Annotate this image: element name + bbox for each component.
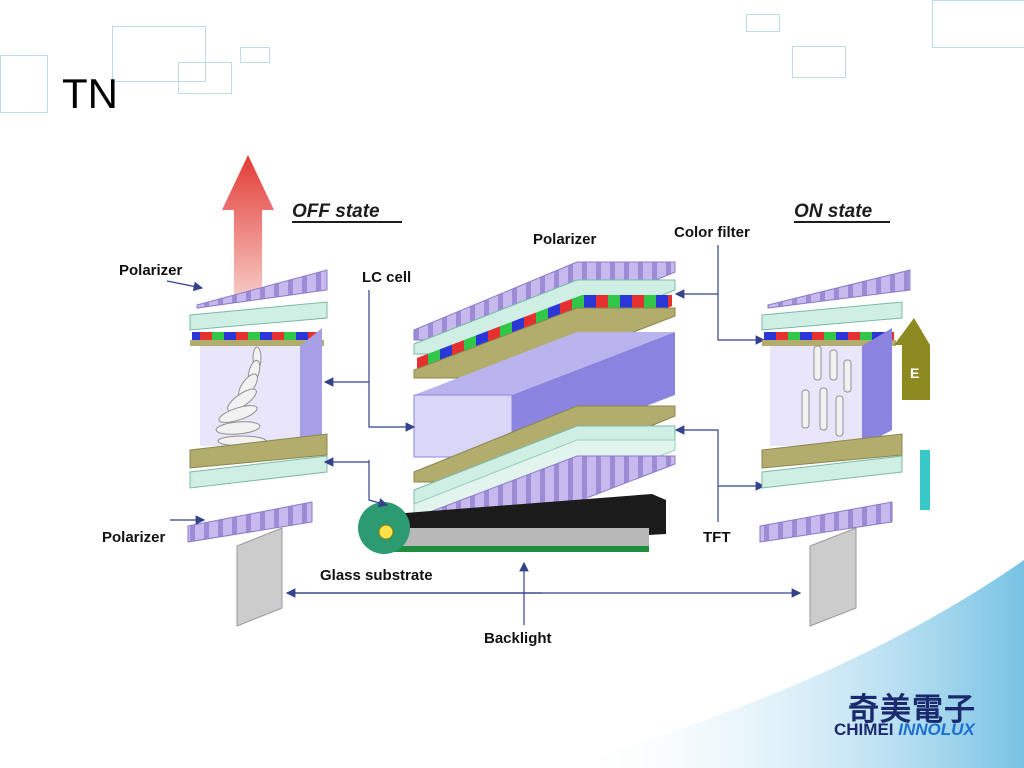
decor-square	[0, 55, 48, 113]
label-polarizer-center: Polarizer	[533, 231, 597, 248]
slide-title: TN	[62, 70, 118, 117]
color-filter-layer	[192, 332, 322, 340]
on-top-polarizer	[767, 269, 911, 309]
e-field-letter: E	[910, 365, 919, 381]
label-polarizer-top-left: Polarizer	[119, 262, 183, 279]
label-lc-cell: LC cell	[362, 269, 411, 286]
light-source-panel	[236, 527, 283, 627]
company-logo: 奇美電子 CHIMEI INNOLUX	[830, 684, 1010, 744]
label-polarizer-bottom-left: Polarizer	[102, 529, 166, 546]
color-filter-connector	[674, 245, 719, 299]
top-polarizer	[196, 269, 328, 309]
lc-cell-connector	[323, 290, 370, 387]
lc-cell-connector-bottom	[368, 460, 389, 508]
substrate-layer	[190, 340, 324, 346]
tn-lcd-diagram: OFF state Polarizer Polarizer Polarizer …	[102, 155, 930, 647]
decor-square	[240, 47, 270, 63]
on-light-source-panel	[809, 527, 857, 627]
backlight-grass	[394, 546, 649, 552]
light-arrow	[222, 155, 274, 300]
off-state-stack: OFF state Polarizer Polarizer	[102, 155, 402, 627]
on-glass-layer	[761, 301, 903, 331]
tft-connector	[674, 425, 719, 522]
twisted-lc-molecules	[215, 346, 267, 447]
label-off-state: OFF state	[292, 201, 380, 222]
on-state-stack: E ON state	[759, 201, 930, 627]
on-bottom-substrate	[761, 433, 903, 469]
decor-square	[746, 14, 780, 32]
label-on-state: ON state	[794, 201, 873, 222]
color-filter-connector-right	[717, 294, 766, 345]
on-lc-cell-side	[862, 328, 892, 446]
lamp	[378, 524, 394, 540]
on-tft-glass	[761, 455, 903, 489]
bottom-substrate	[189, 433, 328, 469]
lc-block-top	[414, 332, 675, 395]
on-substrate-top	[762, 340, 896, 346]
on-bottom-polarizer	[759, 501, 893, 543]
decor-square	[932, 0, 1024, 48]
decor-square	[112, 26, 206, 82]
label-glass-substrate: Glass substrate	[320, 567, 433, 584]
center-stack: Polarizer LC cell Glass substrate Backli…	[285, 224, 802, 647]
cyan-accent-bar	[920, 450, 930, 510]
logo-chinese: 奇美電子	[848, 692, 976, 728]
lc-cell-connector-center	[368, 382, 416, 432]
center-substrate-top	[413, 307, 676, 379]
lc-cell-side	[300, 328, 322, 446]
backlight-diffuser	[394, 528, 649, 546]
aligned-lc-molecules	[801, 345, 852, 437]
logo-brand-b: INNOLUX	[898, 720, 975, 739]
label-backlight: Backlight	[484, 630, 552, 647]
glass-layer	[189, 301, 328, 331]
bottom-polarizer	[187, 501, 313, 543]
decor-square	[792, 46, 846, 78]
e-field-arrow	[894, 318, 930, 400]
on-color-filter	[764, 332, 894, 340]
logo-brand-a: CHIMEI	[834, 720, 894, 739]
logo-english: CHIMEI INNOLUX	[834, 720, 975, 740]
label-tft: TFT	[703, 529, 731, 546]
tft-glass	[189, 455, 328, 489]
decor-square	[178, 62, 232, 94]
arrow-polarizer-top-left	[166, 280, 204, 292]
label-color-filter: Color filter	[674, 224, 750, 241]
